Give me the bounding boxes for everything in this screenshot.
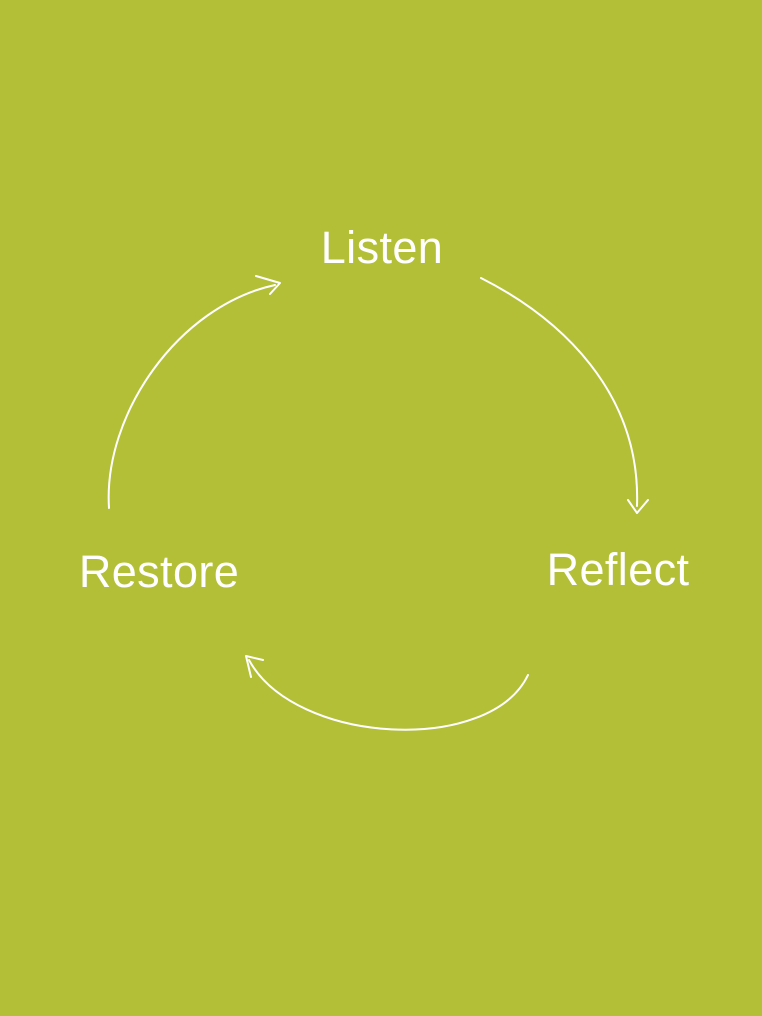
cycle-step-reflect: Reflect xyxy=(546,544,690,595)
arrow-reflect-to-restore-curve xyxy=(248,659,529,731)
arrow-restore-to-listen xyxy=(107,275,281,509)
arrow-restore-to-listen-curve xyxy=(107,284,276,509)
arrow-listen-to-reflect-curve xyxy=(480,277,639,507)
cycle-step-listen: Listen xyxy=(320,222,444,273)
arrowhead-right-icon xyxy=(255,275,281,295)
arrowhead-up-left-icon xyxy=(245,655,264,678)
cycle-step-restore: Restore xyxy=(78,546,240,597)
arrow-listen-to-reflect xyxy=(480,277,649,514)
arrow-reflect-to-restore xyxy=(245,655,529,731)
arrowhead-down-icon xyxy=(627,499,649,514)
